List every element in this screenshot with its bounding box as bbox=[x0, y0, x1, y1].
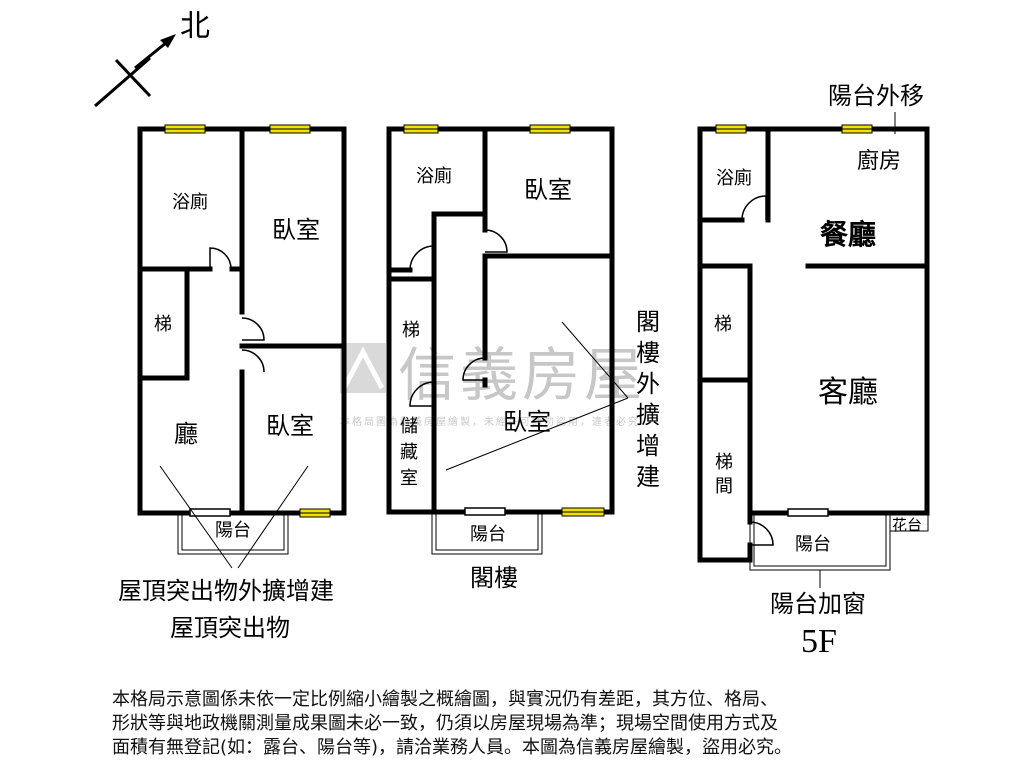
room-living: 客廳 bbox=[818, 375, 878, 410]
room-bedroom-top: 臥室 bbox=[272, 216, 320, 244]
svg-text:間: 間 bbox=[715, 476, 733, 497]
svg-text:梯: 梯 bbox=[715, 452, 733, 473]
room-flower-bed: 花台 bbox=[892, 516, 922, 534]
svg-text:外: 外 bbox=[636, 370, 660, 398]
north-label: 北 bbox=[180, 9, 210, 44]
plan-middle: 浴廁 臥室 梯 儲 藏 室 臥室 陽台 閣 樓 外 擴 增 建 閣樓 bbox=[386, 124, 660, 592]
plan-left: 浴廁 臥室 梯 廳 臥室 陽台 屋頂突出物外擴增建 屋頂突出物 bbox=[118, 124, 347, 642]
svg-text:樓: 樓 bbox=[636, 339, 660, 367]
room-bath: 浴廁 bbox=[416, 165, 452, 187]
watermark: 信義房屋 本格局圖為信義房屋繪製，未經許可請勿盜用，違者必究 bbox=[340, 341, 646, 428]
room-bath: 浴廁 bbox=[172, 191, 208, 213]
room-stairs-bottom: 梯 間 bbox=[715, 452, 733, 497]
room-bedroom-top: 臥室 bbox=[524, 176, 572, 204]
room-balcony: 陽台 bbox=[215, 520, 251, 541]
room-bedroom-bottom: 臥室 bbox=[266, 412, 314, 440]
room-balcony: 陽台 bbox=[795, 534, 831, 555]
disclaimer-line-1: 本格局示意圖係未依一定比例縮小繪製之概繪圖，與實況仍有差距，其方位、格局、 bbox=[112, 689, 778, 710]
disclaimer-line-3: 面積有無登記(如：露台、陽台等)，請洽業務人員。本圖為信義房屋繪製，盜用必究。 bbox=[112, 737, 793, 758]
floor-label: 5F bbox=[801, 623, 837, 660]
note-attic-extension: 閣 樓 外 擴 增 建 bbox=[636, 308, 660, 491]
disclaimer-line-2: 形狀等與地政機關測量成果圖未必一致，仍須以房屋現場為準；現場空間使用方式及 bbox=[112, 713, 778, 734]
room-dining: 餐廳 bbox=[820, 218, 876, 251]
svg-text:建: 建 bbox=[636, 463, 660, 491]
north-arrow-icon bbox=[160, 34, 176, 48]
watermark-small-text: 本格局圖為信義房屋繪製，未經許可請勿盜用，違者必究 bbox=[340, 415, 640, 428]
svg-text:藏: 藏 bbox=[400, 442, 418, 463]
note-balcony-moved: 陽台外移 bbox=[828, 82, 924, 110]
svg-text:儲: 儲 bbox=[400, 416, 418, 437]
windows bbox=[164, 124, 331, 518]
room-bedroom-main: 臥室 bbox=[503, 408, 551, 436]
svg-text:閣: 閣 bbox=[636, 308, 660, 336]
room-bath: 浴廁 bbox=[716, 167, 752, 189]
room-balcony: 陽台 bbox=[470, 524, 506, 545]
room-stairs-top: 梯 bbox=[714, 314, 732, 335]
plan-right: 浴廁 廚房 餐廳 梯 客廳 梯 間 陽台 花台 陽台外移 陽台加窗 5F bbox=[697, 82, 930, 660]
compass: 北 bbox=[94, 9, 210, 108]
room-storage: 儲 藏 室 bbox=[400, 416, 418, 489]
disclaimer: 本格局示意圖係未依一定比例縮小繪製之概繪圖，與實況仍有差距，其方位、格局、 形狀… bbox=[112, 688, 942, 760]
caption-attic: 閣樓 bbox=[470, 564, 518, 592]
note-roof-structure: 屋頂突出物 bbox=[170, 614, 290, 642]
note-roof-extension: 屋頂突出物外擴增建 bbox=[118, 577, 334, 605]
room-stairs: 梯 bbox=[154, 314, 172, 335]
room-living: 廳 bbox=[174, 420, 198, 448]
note-balcony-window: 陽台加窗 bbox=[770, 590, 866, 618]
room-kitchen: 廚房 bbox=[857, 149, 901, 174]
svg-text:擴: 擴 bbox=[636, 401, 660, 429]
room-stairs: 梯 bbox=[402, 320, 420, 341]
svg-text:增: 增 bbox=[636, 432, 660, 460]
svg-text:室: 室 bbox=[400, 468, 418, 489]
watermark-brand: 信義房屋 bbox=[398, 341, 646, 409]
